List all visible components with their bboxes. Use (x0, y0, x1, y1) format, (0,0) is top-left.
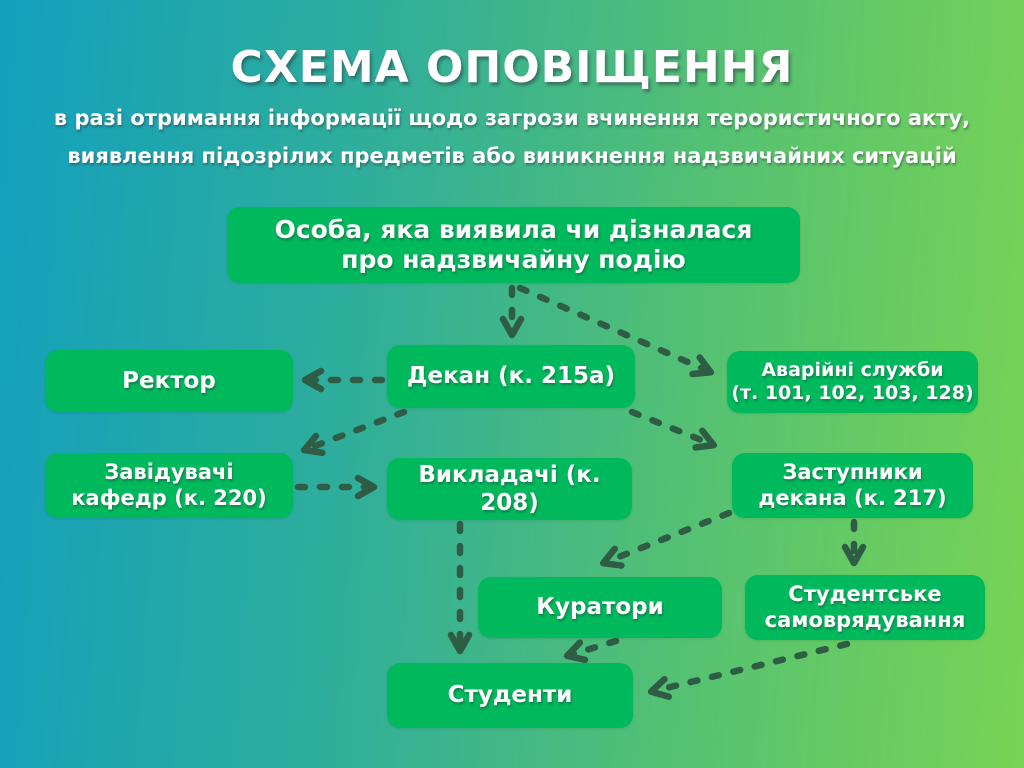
subtitle-line-2: виявлення підозрілих предметів або виник… (67, 144, 957, 168)
node-lecturers: Викладачі (к. 208) (387, 458, 632, 520)
node-dean: Декан (к. 215а) (387, 345, 635, 408)
node-deputy-deans: Заступники декана (к. 217) (732, 453, 973, 518)
node-rector: Ректор (45, 350, 293, 412)
node-curators: Куратори (478, 577, 722, 638)
edge-curators-students (563, 637, 620, 664)
edge-dean-deputies (628, 408, 718, 451)
edge-dean-heads (300, 408, 408, 457)
edge-selfgov-students (647, 640, 851, 700)
subtitle-line-1: в разі отримання інформації щодо загрози… (53, 106, 971, 130)
node-department-heads: Завідувачі кафедр (к. 220) (45, 453, 293, 518)
node-emergency-services: Аварійні служби (т. 101, 102, 103, 128) (727, 351, 978, 413)
node-students: Студенти (387, 663, 633, 728)
edge-deputies-curators (599, 509, 733, 569)
node-person-who-discovered: Особа, яка виявила чи дізналася про надз… (227, 207, 800, 283)
page-title: СХЕМА ОПОВІЩЕННЯ (230, 42, 794, 93)
node-student-self-government: Студентське самоврядування (745, 575, 985, 640)
